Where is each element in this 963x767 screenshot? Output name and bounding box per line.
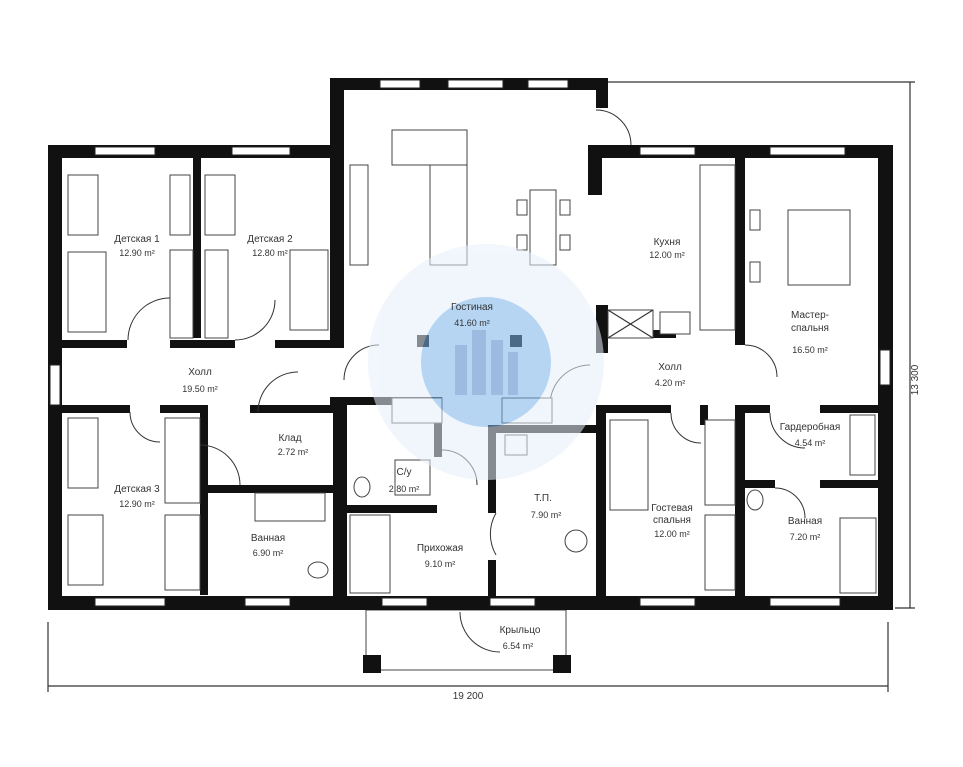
room-area: 41.60 m²	[454, 318, 490, 328]
room-closet: Клад 2.72 m²	[278, 433, 309, 457]
room-wc: С/у 2.80 m²	[389, 467, 420, 494]
room-name: Детская 3	[114, 484, 160, 495]
room-master: Мастер- спальня 16.50 m²	[791, 310, 829, 355]
room-area: 16.50 m²	[792, 345, 828, 355]
room-area: 12.90 m²	[119, 499, 155, 509]
room-area: 12.90 m²	[119, 248, 155, 258]
room-area: 19.50 m²	[182, 384, 218, 394]
room-name: Гостиная	[451, 302, 493, 313]
dimension-lines: 19 200 13 300	[47, 81, 921, 702]
room-kids1: Детская 1 12.90 m²	[114, 234, 160, 258]
room-area: 6.90 m²	[253, 548, 284, 558]
room-name: Ванная	[788, 516, 822, 527]
room-name-line2: спальня	[653, 515, 691, 526]
room-kids2: Детская 2 12.80 m²	[247, 234, 293, 258]
room-name: Детская 2	[247, 234, 293, 245]
room-wardrobe: Гардеробная 4.54 m²	[780, 421, 841, 448]
room-name: С/у	[397, 467, 412, 478]
width-dimension-label: 19 200	[453, 691, 484, 702]
room-name: Крыльцо	[500, 625, 541, 636]
room-kids3: Детская 3 12.90 m²	[114, 484, 160, 509]
room-area: 2.80 m²	[389, 484, 420, 494]
room-area: 4.20 m²	[655, 378, 686, 388]
room-name: Т.П.	[534, 493, 552, 504]
room-area: 12.00 m²	[654, 529, 690, 539]
room-hall-left: Холл 19.50 m²	[182, 367, 218, 394]
room-name: Клад	[278, 433, 301, 444]
room-name: Гостевая	[651, 503, 693, 514]
room-bath-left: Ванная 6.90 m²	[251, 533, 285, 558]
room-name: Ванная	[251, 533, 285, 544]
room-hall-right: Холл 4.20 m²	[655, 362, 686, 388]
room-tech: Т.П. 7.90 m²	[531, 493, 562, 520]
height-dimension-label: 13 300	[910, 364, 921, 395]
room-area: 12.80 m²	[252, 248, 288, 258]
room-area: 7.20 m²	[790, 532, 821, 542]
room-name: Прихожая	[417, 543, 463, 554]
room-name: Детская 1	[114, 234, 160, 245]
room-labels: Детская 1 12.90 m² Детская 2 12.80 m² Го…	[114, 234, 840, 651]
room-name: Мастер-	[791, 310, 829, 321]
room-name: Холл	[188, 367, 212, 378]
furniture	[67, 129, 877, 594]
windows	[49, 79, 891, 607]
room-kitchen: Кухня 12.00 m²	[649, 237, 685, 260]
watermark-logo	[368, 244, 604, 480]
room-area: 9.10 m²	[425, 559, 456, 569]
room-name-line2: спальня	[791, 323, 829, 334]
room-area: 6.54 m²	[503, 641, 534, 651]
room-living: Гостиная 41.60 m²	[451, 302, 493, 328]
room-name: Кухня	[654, 237, 681, 248]
room-bath-right: Ванная 7.20 m²	[788, 516, 822, 542]
room-name: Холл	[658, 362, 682, 373]
room-guest: Гостевая спальня 12.00 m²	[651, 503, 693, 539]
room-area: 12.00 m²	[649, 250, 685, 260]
room-area: 2.72 m²	[278, 447, 309, 457]
room-porch: Крыльцо 6.54 m²	[500, 625, 541, 651]
porch	[363, 609, 571, 673]
room-hallway: Прихожая 9.10 m²	[417, 543, 463, 569]
room-area: 7.90 m²	[531, 510, 562, 520]
room-name: Гардеробная	[780, 421, 841, 433]
room-area: 4.54 m²	[795, 438, 826, 448]
